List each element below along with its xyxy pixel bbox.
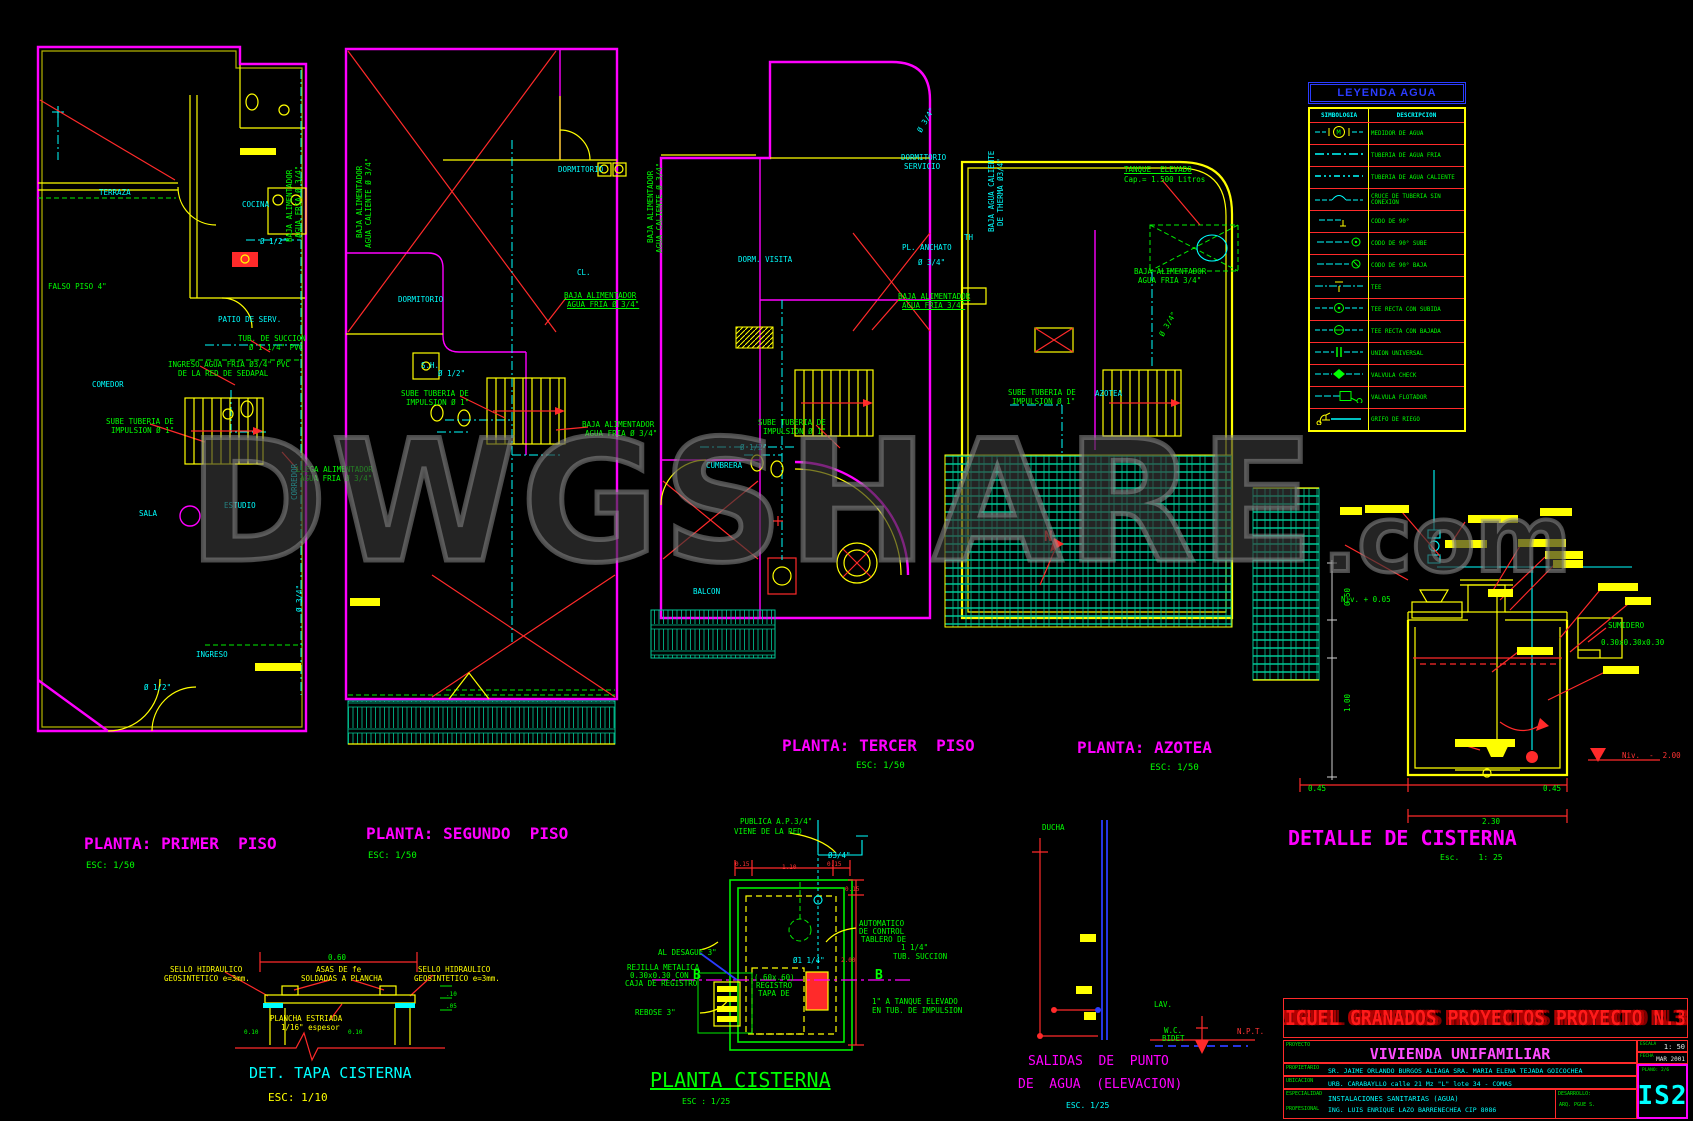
legend-row: TUBERIA DE AGUA FRIA (1309, 144, 1465, 167)
titleblock-cell-escala: ESCALA 1: 50 (1637, 1040, 1688, 1052)
legend-description: CRUCE DE TUBERIA SIN CONEXION (1368, 188, 1465, 211)
field-value-proyecto: VIVIENDA UNIFAMILIAR (1369, 1045, 1551, 1063)
titleblock: C.S MIGUEL GRANADOS PROYECTOS PROYECTO N… (1283, 998, 1688, 1119)
legend-row: VALVULA CHECK (1309, 364, 1465, 387)
legend-row: CODO DE 90° SUBE (1309, 232, 1465, 255)
legend-description: CODO DE 90° SUBE (1368, 232, 1465, 255)
cold-pipe-icon (1309, 144, 1369, 167)
legend-description: TEE (1368, 276, 1465, 299)
water-meter-icon: M (1309, 122, 1369, 145)
field-value-especialidad: INSTALACIONES SANITARIAS (AGUA) (1328, 1095, 1459, 1103)
legend-row: CRUCE DE TUBERIA SIN CONEXION (1309, 188, 1465, 211)
legend-description: TEE RECTA CON SUBIDA (1368, 298, 1465, 321)
legend-description: VALVULA CHECK (1368, 364, 1465, 387)
sheet-code: IS2 (1637, 1080, 1688, 1111)
legend-description: TUBERIA DE AGUA FRIA (1368, 144, 1465, 167)
legend-description: UNION UNIVERSAL (1368, 342, 1465, 365)
legend-description: CODO DE 90° BAJA (1368, 254, 1465, 277)
titleblock-row-ubicacion: UBICACION URB. CARABAYLLO calle 21 Mz "L… (1283, 1076, 1637, 1089)
linework-detalle-cisterna (1252, 470, 1660, 823)
titleblock-cell-fecha: FECHA MAR 2001 (1637, 1052, 1688, 1064)
field-value-ubicacion: URB. CARABAYLLO calle 21 Mz "L" lote 34 … (1328, 1080, 1512, 1088)
field-label-propietario: PROPIETARIO (1286, 1065, 1320, 1071)
legend-description: GRIFO DE RIEGO (1368, 408, 1465, 431)
tee-down-icon (1309, 320, 1369, 343)
legend-col-descripcion: DESCRIPCION (1368, 108, 1465, 123)
legend-description: TEE RECTA CON BAJADA (1368, 320, 1465, 343)
field-value-fecha: MAR 2001 (1656, 1056, 1685, 1063)
titleblock-row-especialidad: ESPECIALIDAD INSTALACIONES SANITARIAS (A… (1283, 1089, 1637, 1119)
legend-row: CODO DE 90° BAJA (1309, 254, 1465, 277)
titleblock-row-propietario: PROPIETARIO SR. JAIME ORLANDO BURGOS ALI… (1283, 1063, 1637, 1076)
float-valve-icon (1309, 386, 1369, 409)
field-label-profesional: PROFESIONAL (1286, 1106, 1320, 1112)
elbow-90-up-icon (1309, 232, 1369, 255)
elbow-90-icon (1309, 210, 1369, 233)
tee-icon (1309, 276, 1369, 299)
field-label-especialidad: ESPECIALIDAD (1286, 1091, 1323, 1097)
field-value-propietario: SR. JAIME ORLANDO BURGOS ALIAGA SRA. MAR… (1328, 1067, 1583, 1075)
titleblock-sheet-box: PLANO: 2/6 IS2 (1637, 1064, 1688, 1119)
titleblock-row-proyecto: PROYECTO VIVIENDA UNIFAMILIAR (1283, 1040, 1637, 1063)
field-value-escala: 1: 50 (1663, 1043, 1685, 1051)
field-label-fecha: FECHA (1640, 1054, 1654, 1059)
field-label-plano: PLANO: 2/6 (1642, 1068, 1670, 1073)
union-icon (1309, 342, 1369, 365)
linework-segundo-piso (344, 47, 627, 745)
field-label-ubicacion: UBICACION (1286, 1078, 1314, 1084)
legend-description: VALVULA FLOTADOR (1368, 386, 1465, 409)
hot-pipe-icon (1309, 166, 1369, 189)
field-value-desarrollo: ARQ. PGUE S. (1559, 1102, 1596, 1108)
legend-row: CODO DE 90° (1309, 210, 1465, 233)
legend-row: VALVULA FLOTADOR (1309, 386, 1465, 409)
titleblock-overlay-text: C.S MIGUEL GRANADOS PROYECTOS PROYECTO N… (1284, 1005, 1687, 1031)
legend-row: TUBERIA DE AGUA CALIENTE (1309, 166, 1465, 189)
linework-tercer-piso (650, 60, 932, 659)
legend-col-simbologia: SIMBOLOGIA (1309, 108, 1369, 123)
legend-row: UNION UNIVERSAL (1309, 342, 1465, 365)
legend-title: LEYENDA AGUA (1308, 82, 1466, 104)
crossing-icon (1309, 188, 1369, 211)
legend-agua: LEYENDA AGUA SIMBOLOGIA DESCRIPCION M MED… (1308, 82, 1466, 432)
linework-planta-cisterna (652, 820, 910, 1051)
linework-primer-piso (36, 45, 308, 733)
legend-description: CODO DE 90° (1368, 210, 1465, 233)
elbow-90-down-icon (1309, 254, 1369, 277)
field-value-profesional: ING. LUIS ENRIQUE LAZO BARRENECHEA CIP 8… (1328, 1106, 1497, 1114)
field-label-desarrollo: DESARROLLO: (1558, 1091, 1592, 1097)
legend-row: TEE RECTA CON SUBIDA (1309, 298, 1465, 321)
check-valve-icon (1309, 364, 1369, 387)
hose-bib-icon (1309, 408, 1369, 431)
linework-salidas-agua (1032, 820, 1255, 1054)
linework-tapa-cisterna (224, 952, 452, 1062)
legend-header-row: SIMBOLOGIA DESCRIPCION (1309, 108, 1465, 123)
titleblock-overlay: C.S MIGUEL GRANADOS PROYECTOS PROYECTO N… (1283, 998, 1688, 1038)
field-label-escala: ESCALA (1640, 1042, 1657, 1047)
legend-row: TEE RECTA CON BAJADA (1309, 320, 1465, 343)
legend-description: MEDIDOR DE AGUA (1368, 122, 1465, 145)
legend-row: TEE (1309, 276, 1465, 299)
field-label-proyecto: PROYECTO (1286, 1042, 1311, 1048)
tee-up-icon (1309, 298, 1369, 321)
legend-row: GRIFO DE RIEGO (1309, 408, 1465, 431)
linework-azotea (944, 160, 1239, 628)
legend-row: M MEDIDOR DE AGUA (1309, 122, 1465, 145)
legend-description: TUBERIA DE AGUA CALIENTE (1368, 166, 1465, 189)
svg-text:M: M (1337, 129, 1341, 137)
